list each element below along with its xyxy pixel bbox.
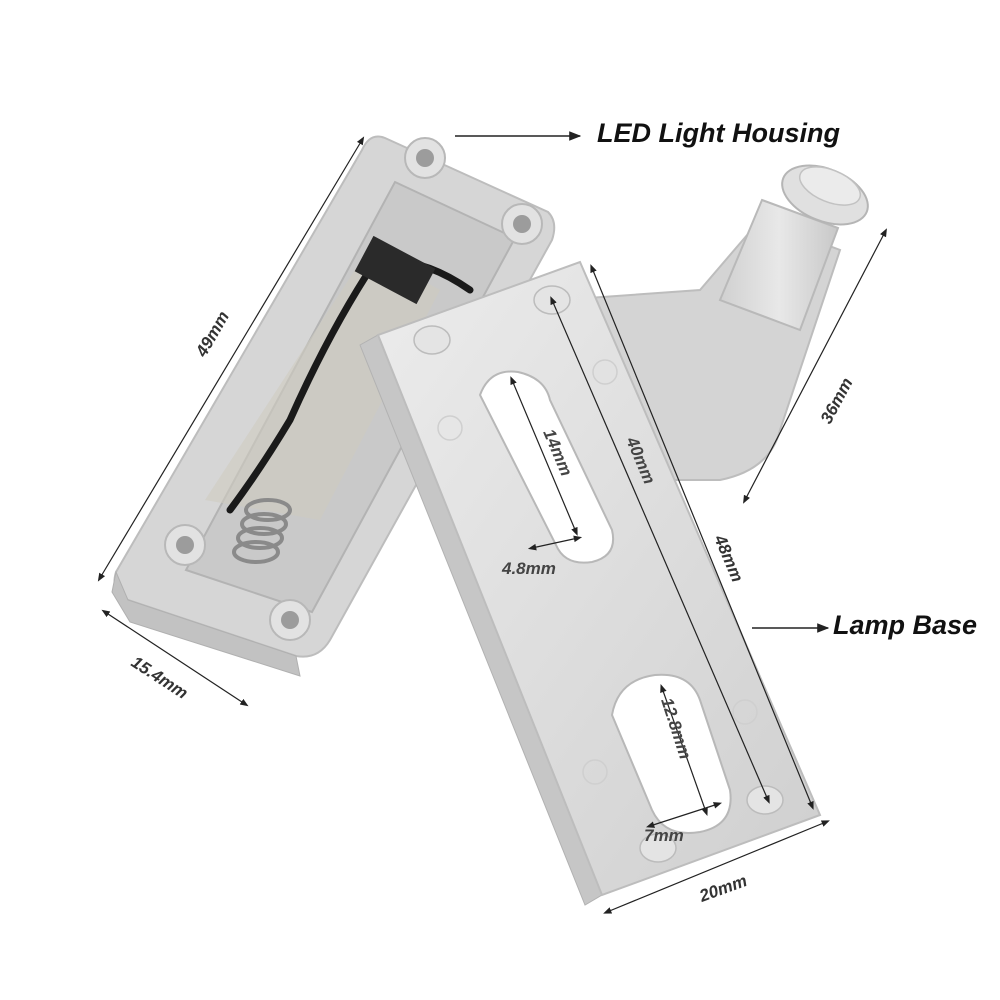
callout-base-label: Lamp Base <box>833 610 977 640</box>
dim-upper-slot-width: 4.8mm <box>501 559 556 578</box>
callout-housing: LED Light Housing <box>455 118 840 148</box>
dim-line-slot-spacing <box>550 296 770 804</box>
battery-clip <box>354 235 436 305</box>
dimension-lines <box>97 136 887 914</box>
housing-side-face <box>111 570 301 677</box>
dim-line-housing-length <box>97 136 365 582</box>
dim-housing-width: 15.4mm <box>128 652 191 702</box>
dim-lower-slot-width: 7mm <box>644 826 684 845</box>
dim-base-width: 20mm <box>696 871 750 906</box>
dim-line-housing-width <box>101 609 249 707</box>
dim-line-base-width <box>603 820 830 914</box>
dim-plunger-length: 36mm <box>817 375 857 427</box>
plunger-tip <box>798 166 862 206</box>
dim-line-upper-slot-length <box>510 376 578 536</box>
dim-line-upper-slot-width <box>527 535 583 551</box>
dim-line-lower-slot-length <box>660 684 708 816</box>
callout-housing-label: LED Light Housing <box>597 118 840 148</box>
dim-housing-length: 49mm <box>192 308 234 361</box>
callout-base: Lamp Base <box>752 610 977 640</box>
